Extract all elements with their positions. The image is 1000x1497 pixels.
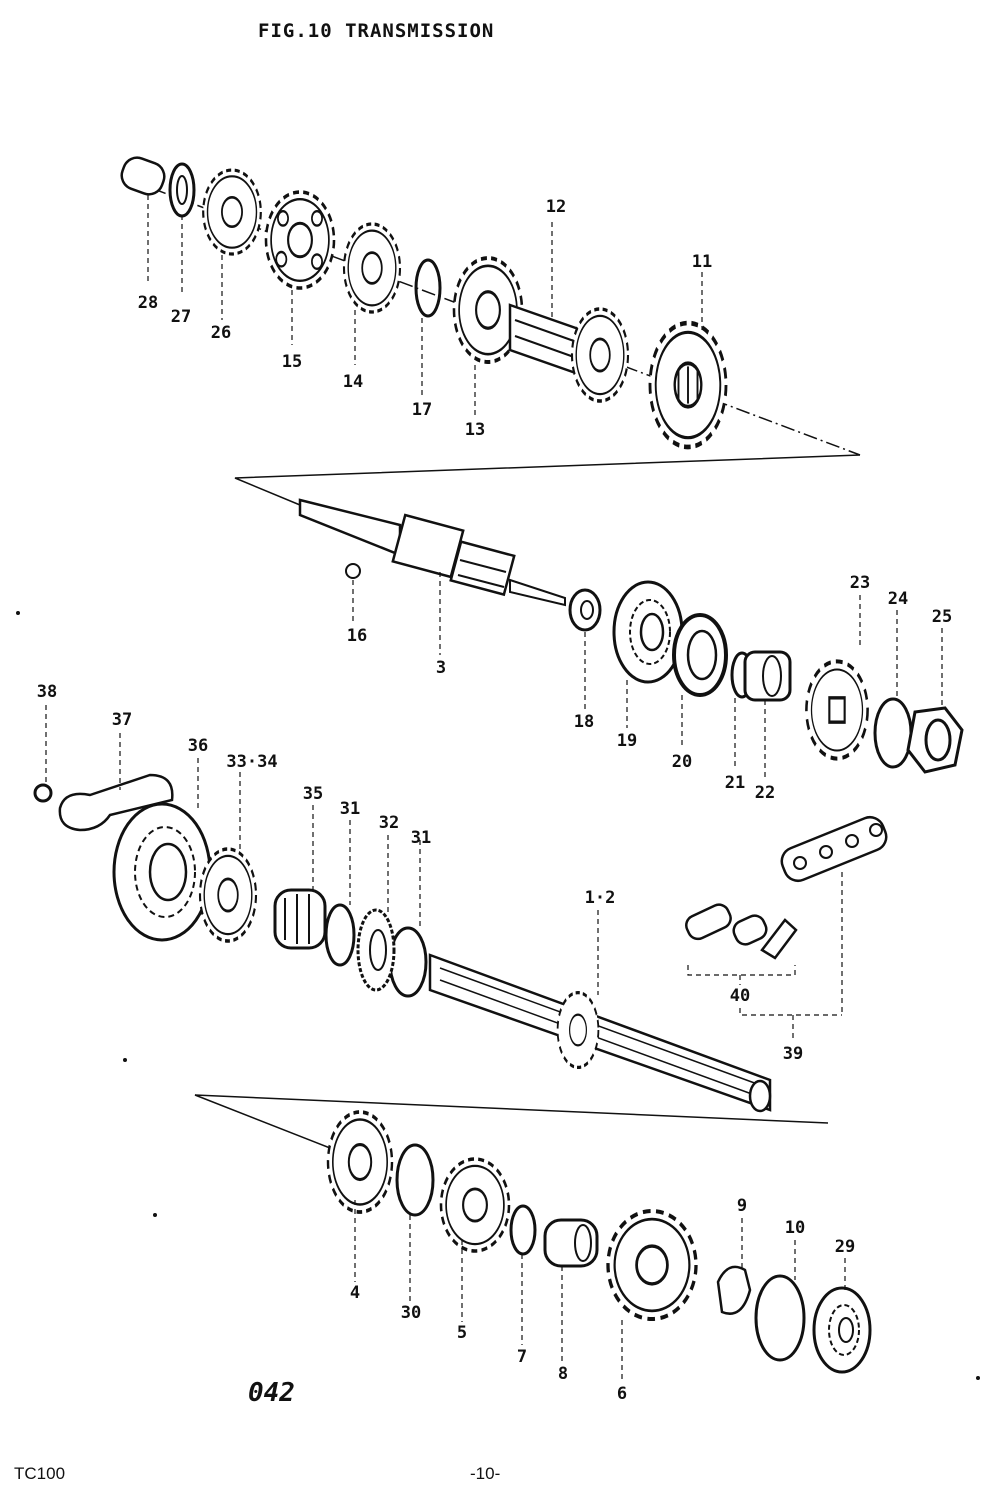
part-28-shaft-end bbox=[120, 156, 166, 196]
mainshaft-assembly bbox=[33, 705, 888, 1149]
part-12-countershaft bbox=[508, 303, 630, 403]
part-16-ball bbox=[345, 563, 361, 579]
scan-specks bbox=[16, 611, 980, 1380]
countershaft-assembly bbox=[120, 156, 861, 506]
part-26-gear bbox=[201, 168, 263, 256]
part-6-gear bbox=[608, 1211, 696, 1319]
callout-24: 24 bbox=[887, 589, 909, 609]
callout-6: 6 bbox=[616, 1384, 628, 1404]
callout-27: 27 bbox=[170, 307, 192, 327]
callout-7: 7 bbox=[516, 1347, 528, 1367]
callout-15: 15 bbox=[281, 352, 303, 372]
callout-4: 4 bbox=[349, 1283, 361, 1303]
part-33-34-gear bbox=[198, 847, 258, 943]
callout-28: 28 bbox=[137, 293, 159, 313]
part-20-oil-seal bbox=[672, 613, 728, 697]
callout-13: 13 bbox=[464, 420, 486, 440]
part-14-gear bbox=[342, 222, 402, 314]
part-40-chain-joint bbox=[685, 903, 798, 960]
page-number: -10- bbox=[470, 1464, 501, 1483]
part-17-circlip bbox=[414, 258, 442, 318]
callout-31a: 31 bbox=[339, 799, 361, 819]
part-8-bushing bbox=[543, 1218, 599, 1268]
part-39-drive-chain bbox=[780, 815, 888, 883]
part-18-bushing bbox=[568, 588, 602, 632]
part-36-bearing bbox=[112, 802, 212, 942]
callout-38: 38 bbox=[36, 682, 58, 702]
part-30-circlip bbox=[395, 1143, 435, 1217]
part-22-spacer bbox=[743, 650, 792, 702]
part-32-thrust-bearing bbox=[356, 908, 396, 992]
figure-title: FIG.10 TRANSMISSION bbox=[258, 20, 495, 42]
callout-8: 8 bbox=[557, 1364, 569, 1384]
callout-36: 36 bbox=[187, 736, 209, 756]
callout-40: 40 bbox=[729, 986, 751, 1006]
part-31-washer-a bbox=[324, 903, 356, 967]
callout-17: 17 bbox=[411, 400, 433, 420]
part-24-lock-washer bbox=[873, 697, 913, 769]
callout-3: 3 bbox=[435, 658, 447, 678]
callout-21: 21 bbox=[724, 773, 746, 793]
part-29-bearing bbox=[812, 1286, 872, 1374]
part-7-circlip bbox=[509, 1204, 537, 1256]
part-35-needle-bearing bbox=[273, 888, 327, 950]
model-name: TC100 bbox=[14, 1464, 66, 1483]
callout-19: 19 bbox=[616, 731, 638, 751]
callout-14: 14 bbox=[342, 372, 364, 392]
part-3-shaft bbox=[298, 498, 566, 607]
callout-10: 10 bbox=[784, 1218, 806, 1238]
callout-20: 20 bbox=[671, 752, 693, 772]
part-5-gear bbox=[439, 1157, 511, 1253]
part-11-gear bbox=[650, 323, 726, 447]
part-37-bearing-retainer bbox=[58, 773, 174, 832]
part-10-circlip bbox=[754, 1274, 806, 1362]
callout-37: 37 bbox=[111, 710, 133, 730]
callout-31b: 31 bbox=[410, 828, 432, 848]
callout-11: 11 bbox=[691, 252, 713, 272]
callout-32: 32 bbox=[378, 813, 400, 833]
callout-25: 25 bbox=[931, 607, 953, 627]
part-9-lock-washer bbox=[716, 1265, 752, 1315]
callout-23: 23 bbox=[849, 573, 871, 593]
callout-26: 26 bbox=[210, 323, 232, 343]
callout-1-2: 1·2 bbox=[584, 888, 616, 908]
part-4-gear bbox=[326, 1110, 394, 1214]
callout-33-34: 33·34 bbox=[226, 752, 278, 772]
callout-18: 18 bbox=[573, 712, 595, 732]
callout-39: 39 bbox=[782, 1044, 804, 1064]
drive-shaft-assembly bbox=[298, 498, 964, 780]
part-25-nut bbox=[906, 706, 964, 774]
callout-16: 16 bbox=[346, 626, 368, 646]
callout-12: 12 bbox=[545, 197, 567, 217]
callout-35: 35 bbox=[302, 784, 324, 804]
callout-5: 5 bbox=[456, 1323, 468, 1343]
callout-29: 29 bbox=[834, 1237, 856, 1257]
part-15-gear bbox=[264, 190, 336, 290]
part-1-2-main-shaft bbox=[428, 953, 772, 1113]
mainshaft-gears bbox=[326, 1110, 872, 1382]
callout-30: 30 bbox=[400, 1303, 422, 1323]
callout-9: 9 bbox=[736, 1196, 748, 1216]
diagram-code: 042 bbox=[248, 1378, 295, 1408]
callout-22: 22 bbox=[754, 783, 776, 803]
part-31-washer-b bbox=[388, 926, 428, 998]
part-27-washer bbox=[168, 162, 196, 218]
part-23-sprocket bbox=[805, 659, 869, 761]
part-19-bearing bbox=[612, 580, 684, 684]
part-38-bolt bbox=[33, 783, 53, 803]
